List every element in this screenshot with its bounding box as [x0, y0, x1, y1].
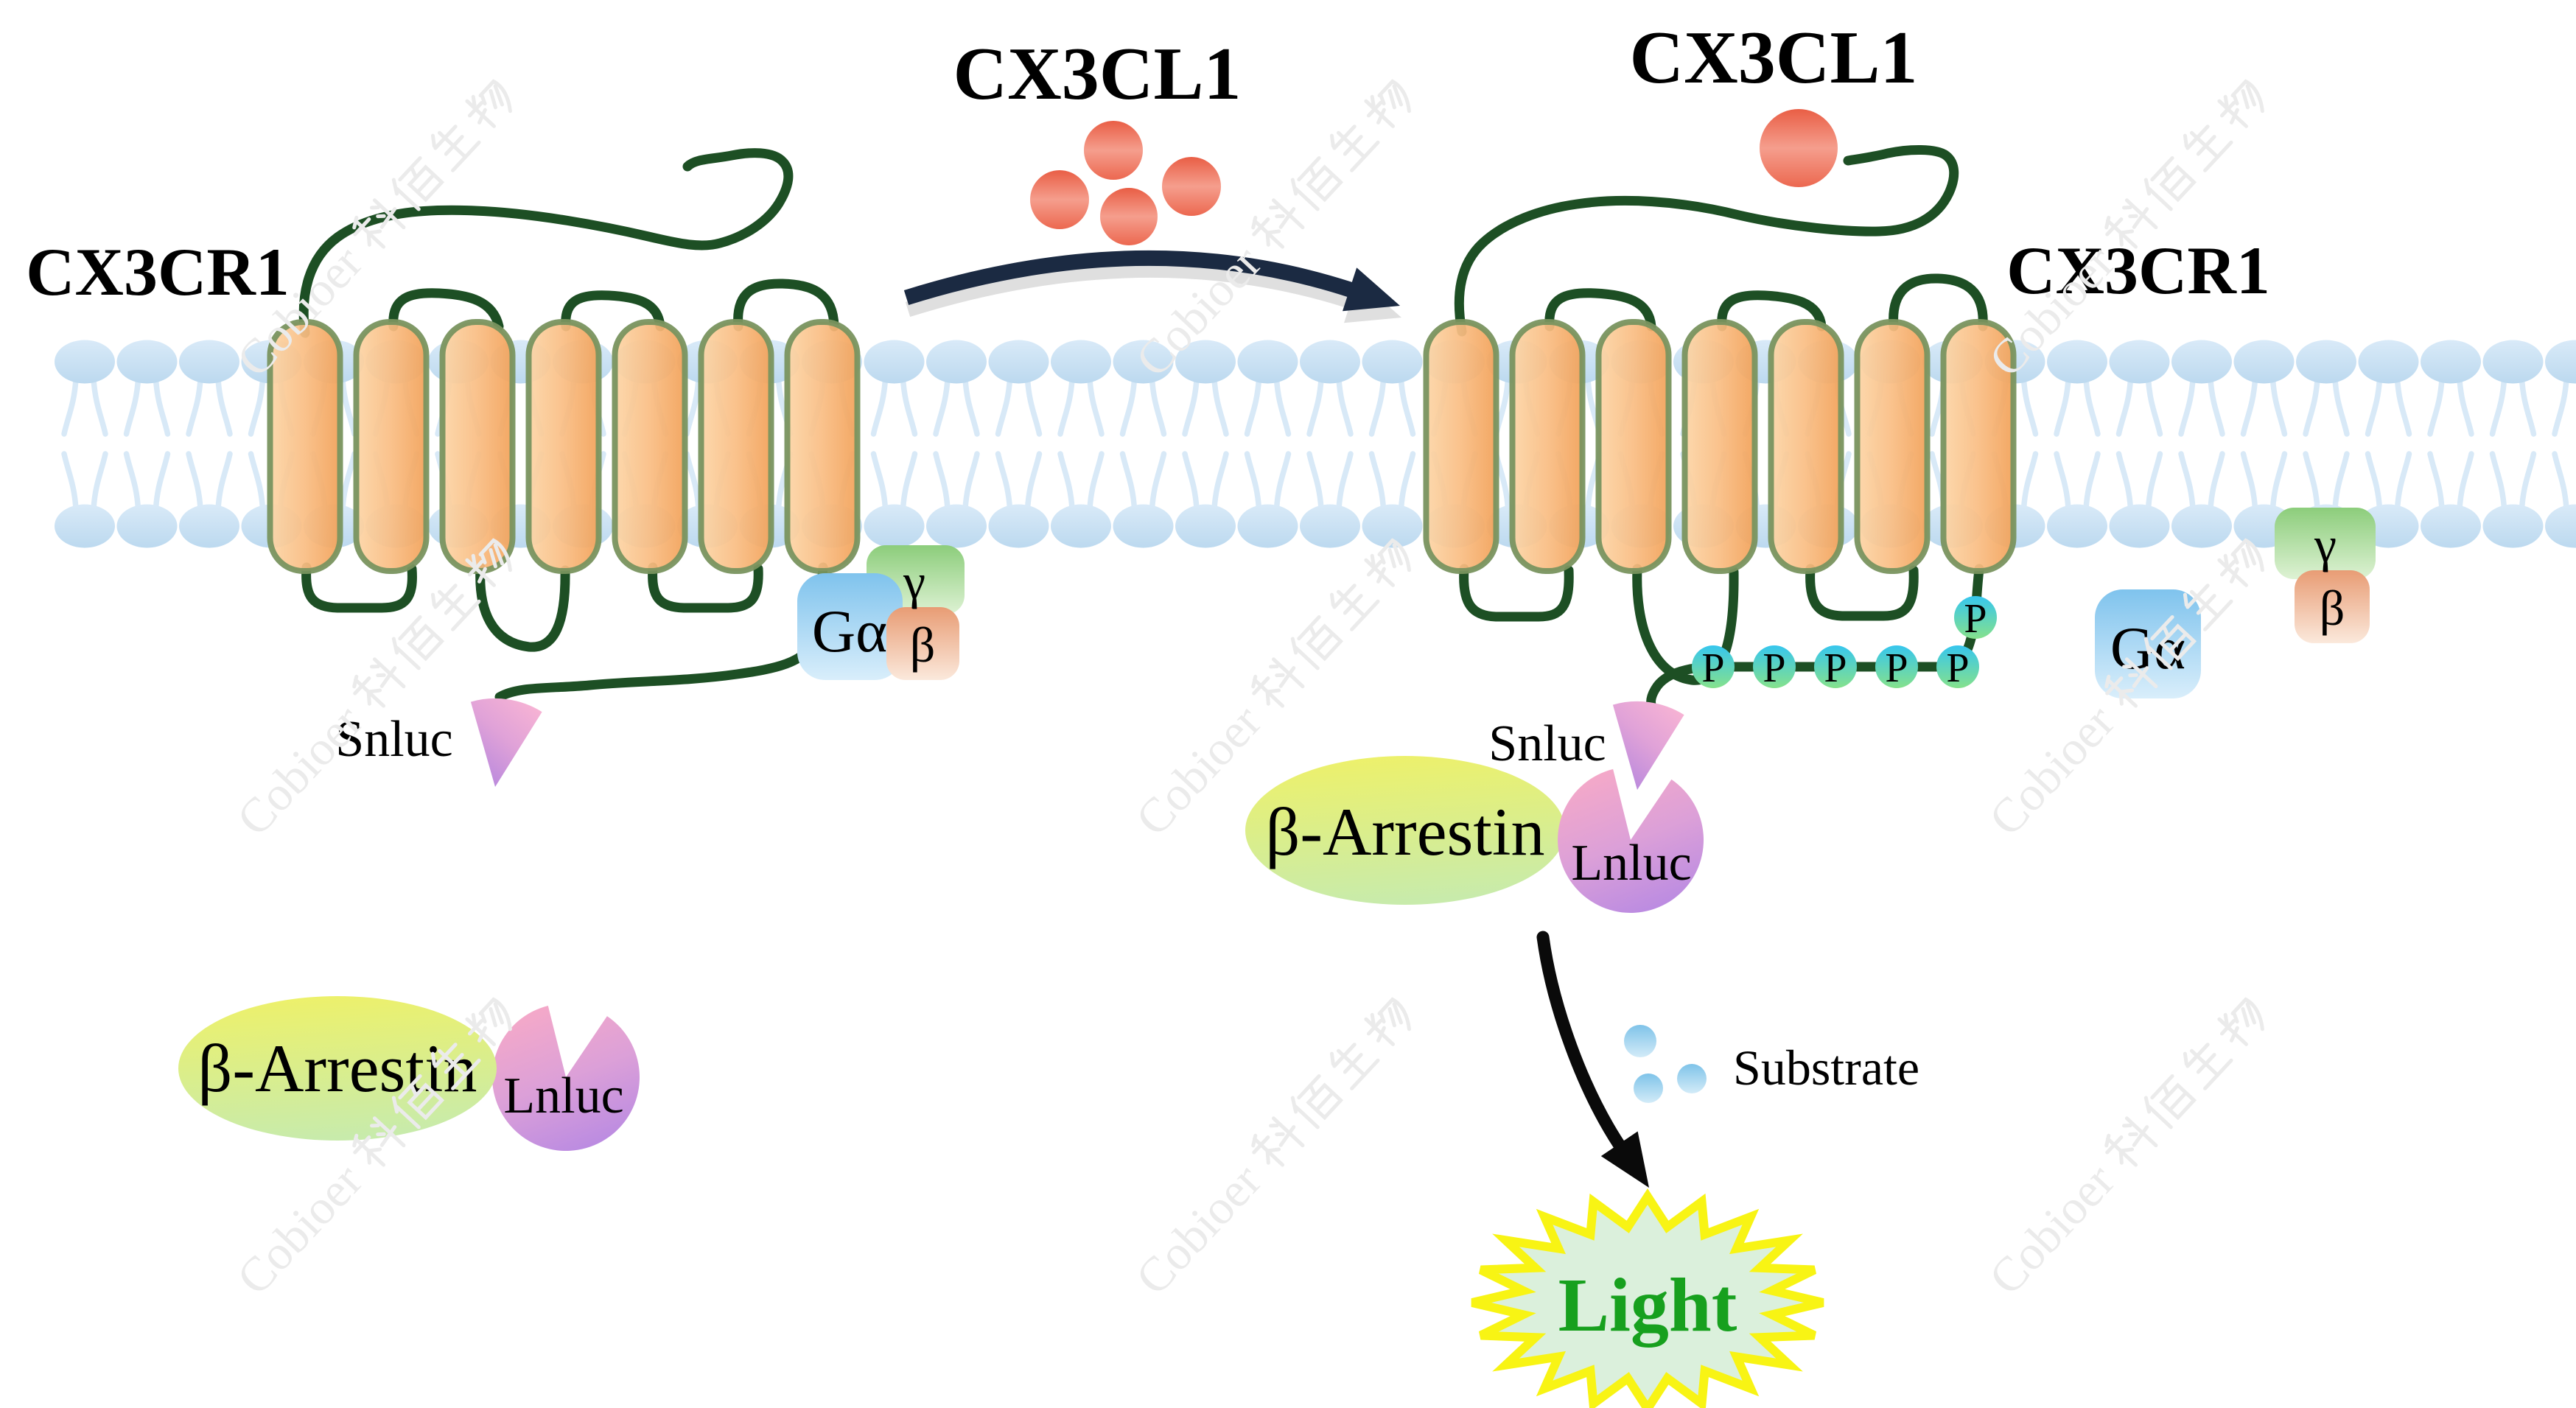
lnluc-label: Lnluc [1571, 835, 1691, 892]
phosphate-circle [1954, 596, 1997, 639]
phosphate-circle [1753, 645, 1796, 688]
left-n-terminus-loop [298, 148, 794, 338]
bound-cx3cl1-ligand [1760, 109, 1838, 187]
left-extracellular-loop-1 [388, 288, 504, 332]
beta-arrestin-label: β-Arrestin [1266, 794, 1545, 869]
lipid-bilayer-membrane [55, 340, 2576, 548]
g-alpha-label: Gα [812, 598, 887, 665]
light-output: Light [1471, 1188, 1824, 1408]
ligand-molecule [1084, 121, 1143, 180]
light-starburst-icon [1471, 1188, 1824, 1408]
free-cx3cl1-ligand-cluster [1030, 121, 1221, 245]
right-g-protein-dissociated: Gα γ β [2095, 508, 2376, 698]
beta-subunit-label: β [910, 617, 936, 673]
left-extracellular-loop-2 [561, 290, 665, 332]
right-extracellular-loop-1 [1544, 288, 1656, 332]
left-ligand-label: CX3CL1 [953, 32, 1241, 116]
lnluc-pacman-icon [492, 1006, 640, 1152]
right-extracellular-loop-2 [1717, 290, 1827, 332]
activation-arrow-head [1343, 267, 1400, 312]
left-arrestin-lnluc-complex: β-Arrestin Lnluc [178, 996, 640, 1152]
g-alpha-subunit-box [797, 573, 903, 680]
phosphate-circle [1692, 645, 1735, 688]
substrate-label: Substrate [1733, 1040, 1919, 1096]
left-receptor-cx3cr1 [270, 148, 858, 702]
phosphate-label: P [1964, 596, 1987, 642]
membrane-inner-leaflet [55, 454, 2576, 548]
right-intracellular-loop-1 [1459, 564, 1574, 622]
catalysis-arrow-shaft [1536, 931, 1631, 1160]
beta-arrestin-label: β-Arrestin [198, 1031, 477, 1106]
snluc-wedge-icon [470, 698, 542, 787]
phosphate-label: P [1763, 645, 1785, 691]
left-extracellular-loop-3 [733, 279, 839, 332]
right-extracellular-loop-3 [1889, 273, 1988, 332]
lnluc-label: Lnluc [503, 1068, 623, 1124]
snluc-label: Snluc [1488, 715, 1606, 772]
ligand-molecule [1162, 157, 1221, 216]
left-transmembrane-helices [270, 322, 858, 571]
phosphorylation-sites: P P P P P P [1692, 596, 1997, 691]
left-intracellular-loop-1 [301, 562, 417, 613]
phosphate-label: P [1701, 645, 1724, 691]
left-intracellular-loop-2 [475, 562, 570, 652]
right-receptor-cx3cr1 [1427, 109, 2014, 712]
catalysis-arrow [1536, 931, 1649, 1188]
right-transmembrane-helices [1427, 322, 2014, 571]
left-g-protein-complex: γ Gα β [797, 545, 965, 680]
membrane-outer-leaflet [55, 340, 2576, 435]
substrate-molecule [1677, 1064, 1707, 1093]
gamma-subunit-box [2275, 508, 2376, 579]
substrate-molecule [1624, 1025, 1656, 1057]
ligand-molecule [1030, 170, 1089, 229]
substrate-group: Substrate [1624, 1025, 1919, 1103]
beta-subunit-box [2295, 570, 2370, 643]
beta-subunit-label: β [2320, 580, 2345, 636]
activation-arrow [903, 250, 1401, 323]
phosphate-label: P [1824, 645, 1847, 691]
beta-arrestin-ellipse [1245, 756, 1565, 905]
right-arrestin-luciferase-complex: Snluc β-Arrestin Lnluc [1245, 701, 1704, 913]
substrate-molecule [1634, 1073, 1663, 1103]
beta-arrestin-ellipse [178, 996, 497, 1141]
gamma-label: γ [903, 553, 925, 609]
left-receptor-label: CX3CR1 [26, 234, 290, 309]
left-intracellular-loop-3 [648, 562, 763, 613]
phosphate-circle [1875, 645, 1918, 688]
catalysis-arrow-head [1600, 1131, 1649, 1188]
activation-arrow-shaft [903, 250, 1355, 306]
gamma-label: γ [2314, 516, 2337, 572]
right-intracellular-loop-3 [1805, 564, 1919, 621]
right-intracellular-loop-2 [1632, 564, 1739, 685]
snluc-wedge-icon [1612, 701, 1684, 790]
light-label: Light [1558, 1263, 1737, 1348]
right-n-terminus-loop [1454, 145, 1959, 337]
phosphate-circle [1936, 645, 1979, 688]
phosphate-label: P [1946, 645, 1969, 691]
right-ligand-label: CX3CL1 [1629, 16, 1917, 99]
left-snluc-fragment: Snluc [335, 698, 542, 787]
lnluc-pacman-icon [1558, 768, 1704, 913]
left-c-terminal-tail [494, 562, 828, 702]
ligand-molecule [1100, 188, 1158, 245]
phosphate-label: P [1885, 645, 1908, 691]
beta-subunit-box [886, 607, 959, 680]
phosphate-circle [1814, 645, 1857, 688]
